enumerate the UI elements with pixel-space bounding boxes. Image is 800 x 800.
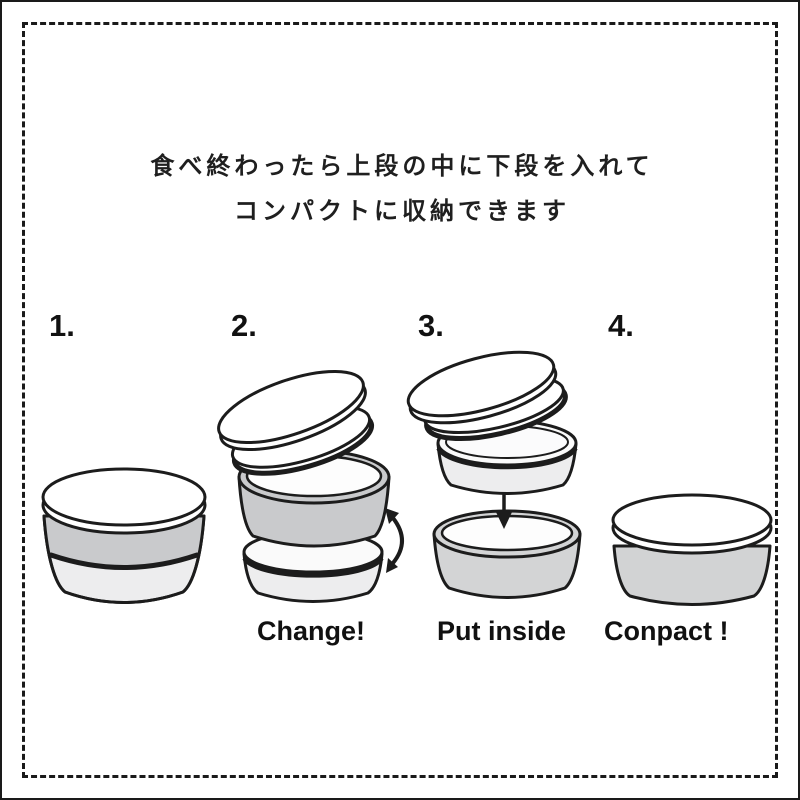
step-4-illustration xyxy=(611,493,773,606)
heading-line-2: コンパクトに収納できます xyxy=(234,198,570,225)
step-4-number: 4. xyxy=(608,308,634,343)
step-1-number: 1. xyxy=(49,308,75,343)
body-outline xyxy=(42,514,206,604)
step-2-caption: Change! xyxy=(257,616,365,646)
put-inside-container xyxy=(406,350,582,599)
container-body xyxy=(612,544,772,606)
heading-line-1: 食べ終わったら上段の中に下段を入れて xyxy=(150,153,654,180)
container-compact xyxy=(611,493,773,606)
tier-separator-line xyxy=(48,552,200,570)
container-closed-tall xyxy=(41,467,207,604)
lid-top xyxy=(217,369,365,445)
step-3-number: 3. xyxy=(418,308,444,343)
swap-arrow-icon xyxy=(385,508,404,573)
exploded-container xyxy=(217,369,404,603)
lid-top xyxy=(41,467,207,527)
step-4-caption: Conpact ! xyxy=(604,616,729,646)
step-2-number: 2. xyxy=(231,308,257,343)
step-1-illustration xyxy=(41,467,207,604)
lower-tier-rim-band xyxy=(242,556,384,578)
lid-top xyxy=(611,493,773,547)
step-2-illustration xyxy=(217,369,404,603)
lid-top xyxy=(406,350,556,418)
step-3-illustration xyxy=(406,350,582,599)
step-3-caption: Put inside xyxy=(437,616,567,646)
